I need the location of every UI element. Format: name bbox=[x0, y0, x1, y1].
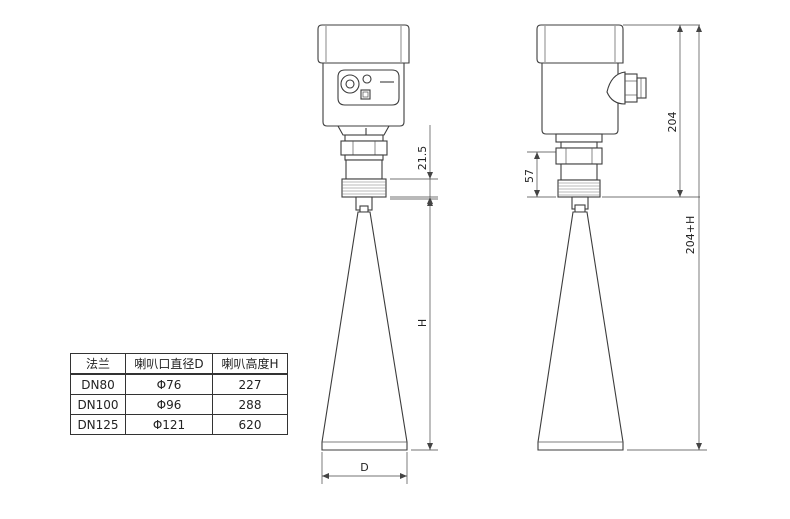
dim-horn-diameter: D bbox=[321, 452, 408, 484]
dim-housing-height: 204 bbox=[602, 24, 700, 198]
cell-flange: DN100 bbox=[70, 394, 126, 415]
dim-label-57: 57 bbox=[523, 169, 536, 183]
cell-flange: DN125 bbox=[70, 414, 126, 435]
side-housing-cover bbox=[536, 24, 624, 64]
dim-label-204-h: 204+H bbox=[684, 216, 697, 254]
cell-height: 227 bbox=[212, 373, 288, 395]
table-row: DN125 Φ121 620 bbox=[70, 414, 288, 435]
side-thread bbox=[557, 179, 601, 198]
dim-total-height: 204+H bbox=[627, 25, 707, 451]
table-row: DN100 Φ96 288 bbox=[70, 394, 288, 415]
spec-table-header: 法兰 喇叭口直径D 喇叭高度H bbox=[70, 353, 288, 375]
dim-label-21-5: 21.5 bbox=[416, 146, 429, 171]
cell-diameter: Φ96 bbox=[125, 394, 213, 415]
front-housing-cover bbox=[317, 24, 410, 64]
cell-diameter: Φ121 bbox=[125, 414, 213, 435]
display-window bbox=[337, 69, 400, 106]
cell-flange: DN80 bbox=[70, 373, 126, 395]
dim-label-d: D bbox=[360, 461, 368, 474]
cell-height: 620 bbox=[212, 414, 288, 435]
dim-thread-height: 21.5 bbox=[390, 125, 438, 204]
front-hex-nut bbox=[340, 140, 388, 156]
front-view bbox=[317, 24, 410, 451]
front-neck bbox=[337, 125, 390, 136]
spec-table: 法兰 喇叭口直径D 喇叭高度H DN80 Φ76 227 DN100 Φ96 2… bbox=[70, 353, 288, 435]
front-horn-cone bbox=[321, 211, 408, 451]
table-row: DN80 Φ76 227 bbox=[70, 373, 288, 395]
dim-cone-height: H bbox=[390, 198, 438, 451]
cell-diameter: Φ76 bbox=[125, 373, 213, 395]
side-housing-body bbox=[541, 62, 619, 135]
dim-label-h: H bbox=[416, 319, 429, 327]
side-horn-cone bbox=[537, 211, 624, 451]
side-hex-nut bbox=[555, 147, 603, 165]
header-flange: 法兰 bbox=[70, 353, 126, 375]
header-horn-diameter: 喇叭口直径D bbox=[125, 353, 213, 375]
side-view bbox=[536, 24, 647, 451]
dim-side-thread-height: 57 bbox=[523, 151, 556, 198]
dim-label-204: 204 bbox=[666, 112, 679, 133]
header-horn-height: 喇叭高度H bbox=[212, 353, 288, 375]
cell-height: 288 bbox=[212, 394, 288, 415]
